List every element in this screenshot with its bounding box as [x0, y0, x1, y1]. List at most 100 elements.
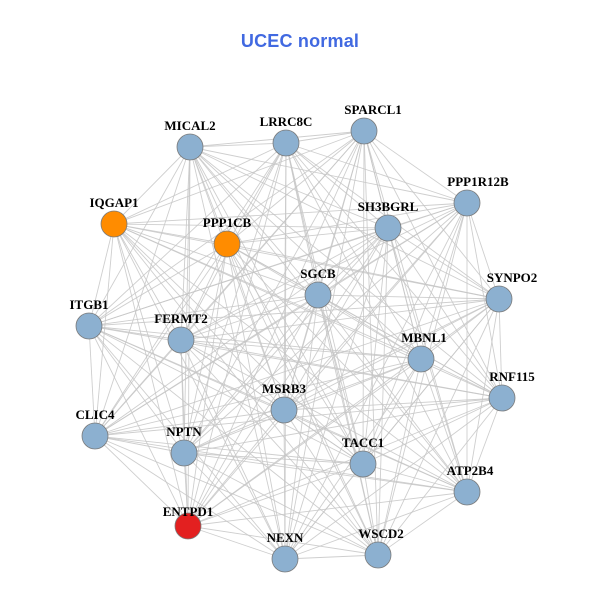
edge-MICAL2-NEXN [189, 146, 286, 560]
node-PPP1CB [213, 230, 241, 258]
node-label-ENTPD1: ENTPD1 [163, 504, 214, 519]
node-label-SGCB: SGCB [300, 266, 336, 281]
edge-CLIC4-NEXN [94, 435, 286, 560]
edge-IQGAP1-MSRB3 [113, 223, 285, 411]
edge-PPP1R12B-NEXN [284, 202, 468, 560]
edge-SPARCL1-ENTPD1 [187, 130, 365, 527]
node-FERMT2 [167, 326, 195, 354]
edge-NPTN-WSCD2 [183, 452, 379, 556]
edge-ITGB1-WSCD2 [88, 325, 379, 556]
edge-MICAL2-PPP1R12B [189, 146, 468, 204]
edge-PPP1R12B-IQGAP1 [113, 202, 468, 225]
edge-LRRC8C-PPP1CB [226, 142, 287, 245]
edge-PPP1CB-WSCD2 [226, 243, 379, 556]
edge-ITGB1-MBNL1 [88, 325, 422, 360]
edge-RNF115-MSRB3 [283, 397, 503, 411]
edge-MICAL2-LRRC8C [189, 142, 287, 148]
node-TACC1 [349, 450, 377, 478]
node-label-ITGB1: ITGB1 [69, 297, 108, 312]
node-label-ATP2B4: ATP2B4 [447, 463, 494, 478]
edge-MICAL2-TACC1 [189, 146, 364, 465]
node-ITGB1 [75, 312, 103, 340]
edge-SYNPO2-NPTN [183, 298, 500, 454]
edge-MBNL1-NPTN [183, 358, 422, 454]
edge-RNF115-NEXN [284, 397, 503, 560]
edge-IQGAP1-TACC1 [113, 223, 364, 465]
node-label-CLIC4: CLIC4 [75, 407, 115, 422]
edge-FERMT2-NEXN [180, 339, 286, 560]
edge-SGCB-RNF115 [317, 294, 503, 399]
node-LRRC8C [272, 129, 300, 157]
node-label-LRRC8C: LRRC8C [260, 114, 313, 129]
edge-PPP1CB-NEXN [226, 243, 286, 560]
node-label-FERMT2: FERMT2 [154, 311, 207, 326]
edge-NEXN-WSCD2 [284, 554, 379, 560]
edge-MICAL2-CLIC4 [94, 146, 191, 437]
edge-PPP1CB-ITGB1 [88, 243, 228, 327]
edge-SPARCL1-RNF115 [363, 130, 503, 399]
edge-SH3BGRL-WSCD2 [377, 227, 389, 556]
edge-RNF115-TACC1 [362, 397, 503, 465]
edge-ENTPD1-WSCD2 [187, 525, 379, 556]
edge-SH3BGRL-ENTPD1 [187, 227, 389, 527]
edge-MBNL1-MSRB3 [283, 358, 422, 411]
edge-MSRB3-NEXN [283, 409, 286, 560]
edge-FERMT2-MBNL1 [180, 339, 422, 360]
edge-SH3BGRL-SGCB [317, 227, 389, 296]
edge-PPP1R12B-ENTPD1 [187, 202, 468, 527]
edge-SYNPO2-RNF115 [498, 298, 503, 399]
edge-SGCB-NPTN [183, 294, 319, 454]
edge-SPARCL1-PPP1R12B [363, 130, 468, 204]
edge-MSRB3-CLIC4 [94, 409, 285, 437]
edge-SPARCL1-WSCD2 [363, 130, 379, 556]
edge-LRRC8C-MBNL1 [285, 142, 422, 360]
edge-LRRC8C-ITGB1 [88, 142, 287, 327]
node-NPTN [170, 439, 198, 467]
edge-MBNL1-CLIC4 [94, 358, 422, 437]
edge-SGCB-MBNL1 [317, 294, 422, 360]
edge-SGCB-NEXN [284, 294, 319, 560]
edge-TACC1-WSCD2 [362, 463, 379, 556]
edge-IQGAP1-ATP2B4 [113, 223, 468, 493]
edge-FERMT2-RNF115 [180, 339, 503, 399]
edge-MICAL2-MBNL1 [189, 146, 422, 360]
edge-LRRC8C-RNF115 [285, 142, 503, 399]
node-label-IQGAP1: IQGAP1 [89, 195, 138, 210]
edge-MICAL2-SH3BGRL [189, 146, 389, 229]
edge-PPP1CB-MSRB3 [226, 243, 285, 411]
edge-IQGAP1-NEXN [113, 223, 286, 560]
edge-LRRC8C-IQGAP1 [113, 142, 287, 225]
edge-CLIC4-ATP2B4 [94, 435, 468, 493]
edge-NPTN-ATP2B4 [183, 452, 468, 493]
edge-CLIC4-ENTPD1 [94, 435, 189, 527]
edge-SYNPO2-MSRB3 [283, 298, 500, 411]
edge-CLIC4-TACC1 [94, 435, 364, 465]
node-ENTPD1 [174, 512, 202, 540]
node-MBNL1 [407, 345, 435, 373]
edge-RNF115-WSCD2 [377, 397, 503, 556]
edge-SGCB-MSRB3 [283, 294, 319, 411]
edge-SYNPO2-ATP2B4 [466, 298, 500, 493]
node-label-WSCD2: WSCD2 [358, 526, 404, 541]
node-label-MICAL2: MICAL2 [164, 118, 215, 133]
edge-FERMT2-WSCD2 [180, 339, 379, 556]
edge-SYNPO2-WSCD2 [377, 298, 500, 556]
edge-SH3BGRL-SYNPO2 [387, 227, 500, 300]
edge-IQGAP1-ITGB1 [88, 223, 115, 327]
node-MSRB3 [270, 396, 298, 424]
edge-SPARCL1-TACC1 [362, 130, 365, 465]
node-PPP1R12B [453, 189, 481, 217]
edge-SGCB-ITGB1 [88, 294, 319, 327]
edge-LRRC8C-NEXN [284, 142, 287, 560]
node-label-SPARCL1: SPARCL1 [344, 102, 402, 117]
edge-SH3BGRL-PPP1CB [226, 227, 389, 245]
edge-IQGAP1-RNF115 [113, 223, 503, 399]
node-SGCB [304, 281, 332, 309]
edge-PPP1R12B-PPP1CB [226, 202, 468, 245]
edge-NPTN-TACC1 [183, 452, 364, 465]
edge-LRRC8C-ATP2B4 [285, 142, 468, 493]
edge-SYNPO2-SGCB [317, 294, 500, 300]
edge-FERMT2-CLIC4 [94, 339, 182, 437]
